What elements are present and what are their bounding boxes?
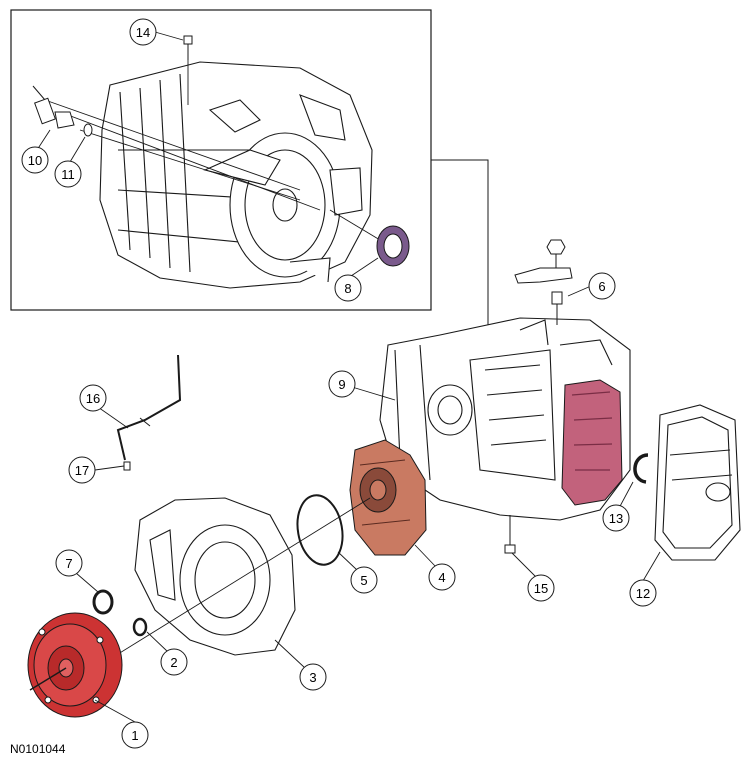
callout-10: 10 [21, 146, 49, 174]
o-ring-part-11 [83, 123, 93, 137]
callout-14: 14 [129, 18, 157, 46]
converter-housing-part-3 [59, 497, 371, 691]
diagram-reference-code: N0101044 [10, 742, 66, 756]
callout-15-label: 15 [534, 581, 548, 596]
callout-6: 6 [588, 272, 616, 300]
fitting-part-17 [123, 461, 131, 471]
callout-10-label: 10 [28, 153, 42, 168]
callout-8-label: 8 [344, 281, 351, 296]
sensor-part-10 [32, 85, 75, 129]
callout-7: 7 [55, 549, 83, 577]
seal-part-7 [92, 589, 114, 615]
torque-converter-part-1 [27, 612, 123, 718]
callout-11-label: 11 [61, 167, 75, 182]
pump-assembly-part-4 [349, 439, 427, 556]
callout-1-label: 1 [131, 728, 138, 743]
callout-16-label: 16 [86, 391, 100, 406]
callout-8: 8 [334, 274, 362, 302]
callout-9: 9 [328, 370, 356, 398]
bolt-part-14 [183, 35, 193, 60]
callout-17: 17 [68, 456, 96, 484]
pan-cover-part-12 [654, 404, 741, 561]
seal-part-8 [376, 225, 410, 267]
callout-16: 16 [79, 384, 107, 412]
tube-part-16 [116, 354, 182, 461]
callout-15: 15 [527, 574, 555, 602]
callout-13-label: 13 [609, 511, 623, 526]
callout-2-label: 2 [170, 655, 177, 670]
gasket-part-5 [296, 494, 344, 566]
callout-3-label: 3 [309, 670, 316, 685]
callout-4-label: 4 [438, 570, 445, 585]
callout-3: 3 [299, 663, 327, 691]
callout-2: 2 [160, 648, 188, 676]
transaxle-assembly [44, 46, 381, 289]
callout-6-label: 6 [598, 279, 605, 294]
callout-labels: 1 2 3 4 5 6 7 8 9 10 11 12 13 14 15 16 1… [21, 18, 657, 749]
bolt-part-15 [504, 515, 516, 554]
callout-1: 1 [121, 721, 149, 749]
callout-11: 11 [54, 160, 82, 188]
callout-9-label: 9 [338, 377, 345, 392]
ring-part-2 [132, 617, 148, 637]
callout-17-label: 17 [75, 463, 89, 478]
callout-14-label: 14 [136, 25, 150, 40]
valve-body-part [561, 379, 623, 506]
callout-13: 13 [602, 504, 630, 532]
callout-5: 5 [350, 566, 378, 594]
bracket-part-6 [514, 239, 573, 325]
callout-12-label: 12 [636, 586, 650, 601]
seal-part-13 [633, 453, 649, 484]
callout-leaders [36, 31, 661, 723]
callout-5-label: 5 [360, 573, 367, 588]
callout-12: 12 [629, 579, 657, 607]
callout-7-label: 7 [65, 556, 72, 571]
callout-4: 4 [428, 563, 456, 591]
